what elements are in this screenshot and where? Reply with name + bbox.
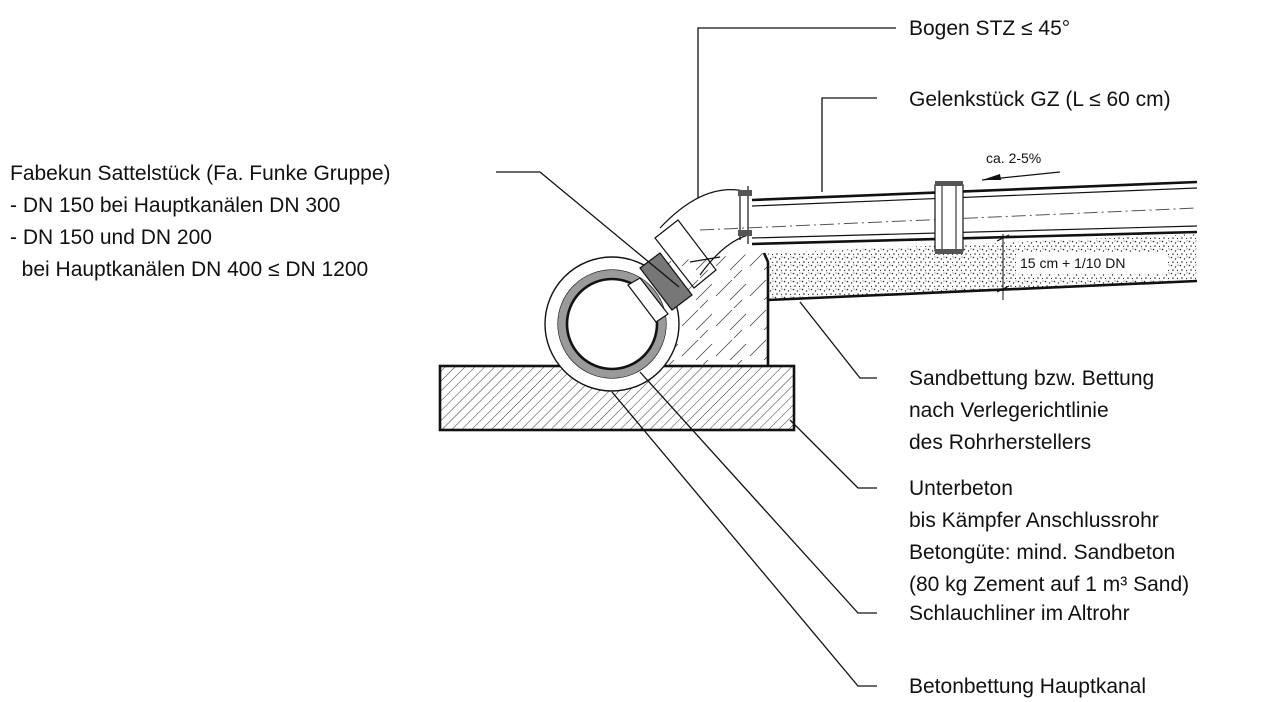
label-fabekun-2: - DN 150 bei Hauptkanälen DN 300 [10,194,340,217]
bedding-dimension-text: 15 cm + 1/10 DN [1020,255,1125,271]
label-gelenkstueck: Gelenkstück GZ (L ≤ 60 cm) [909,88,1171,111]
leader-lines [496,27,896,687]
label-unterbeton-2: bis Kämpfer Anschlussrohr [909,509,1159,532]
slope-indicator: ca. 2-5% [981,150,1061,181]
bend-fitting [654,186,753,289]
label-bogen: Bogen STZ ≤ 45° [909,17,1070,40]
label-fabekun-1: Fabekun Sattelstück (Fa. Funke Gruppe) [10,162,391,185]
slope-text: ca. 2-5% [986,150,1041,166]
label-unterbeton-4: (80 kg Zement auf 1 m³ Sand) [909,573,1189,596]
label-unterbeton-1: Unterbeton [909,477,1013,500]
saddle-piece [627,252,693,323]
bedding-dimension: 15 cm + 1/10 DN [996,234,1168,300]
label-sand-1: Sandbettung bzw. Bettung [909,367,1154,390]
label-betonbettung: Betonbettung Hauptkanal [909,675,1146,698]
label-schlauchliner: Schlauchliner im Altrohr [909,602,1130,625]
label-unterbeton-3: Betongüte: mind. Sandbeton [909,541,1175,564]
label-sand-2: nach Verlegerichtlinie [909,399,1109,422]
lateral-pipe [699,180,1198,254]
label-fabekun-3: - DN 150 und DN 200 [10,226,212,249]
sand-bedding [768,234,1197,300]
label-sand-3: des Rohrherstellers [909,431,1091,454]
label-fabekun-4: bei Hauptkanälen DN 400 ≤ DN 1200 [10,258,368,281]
